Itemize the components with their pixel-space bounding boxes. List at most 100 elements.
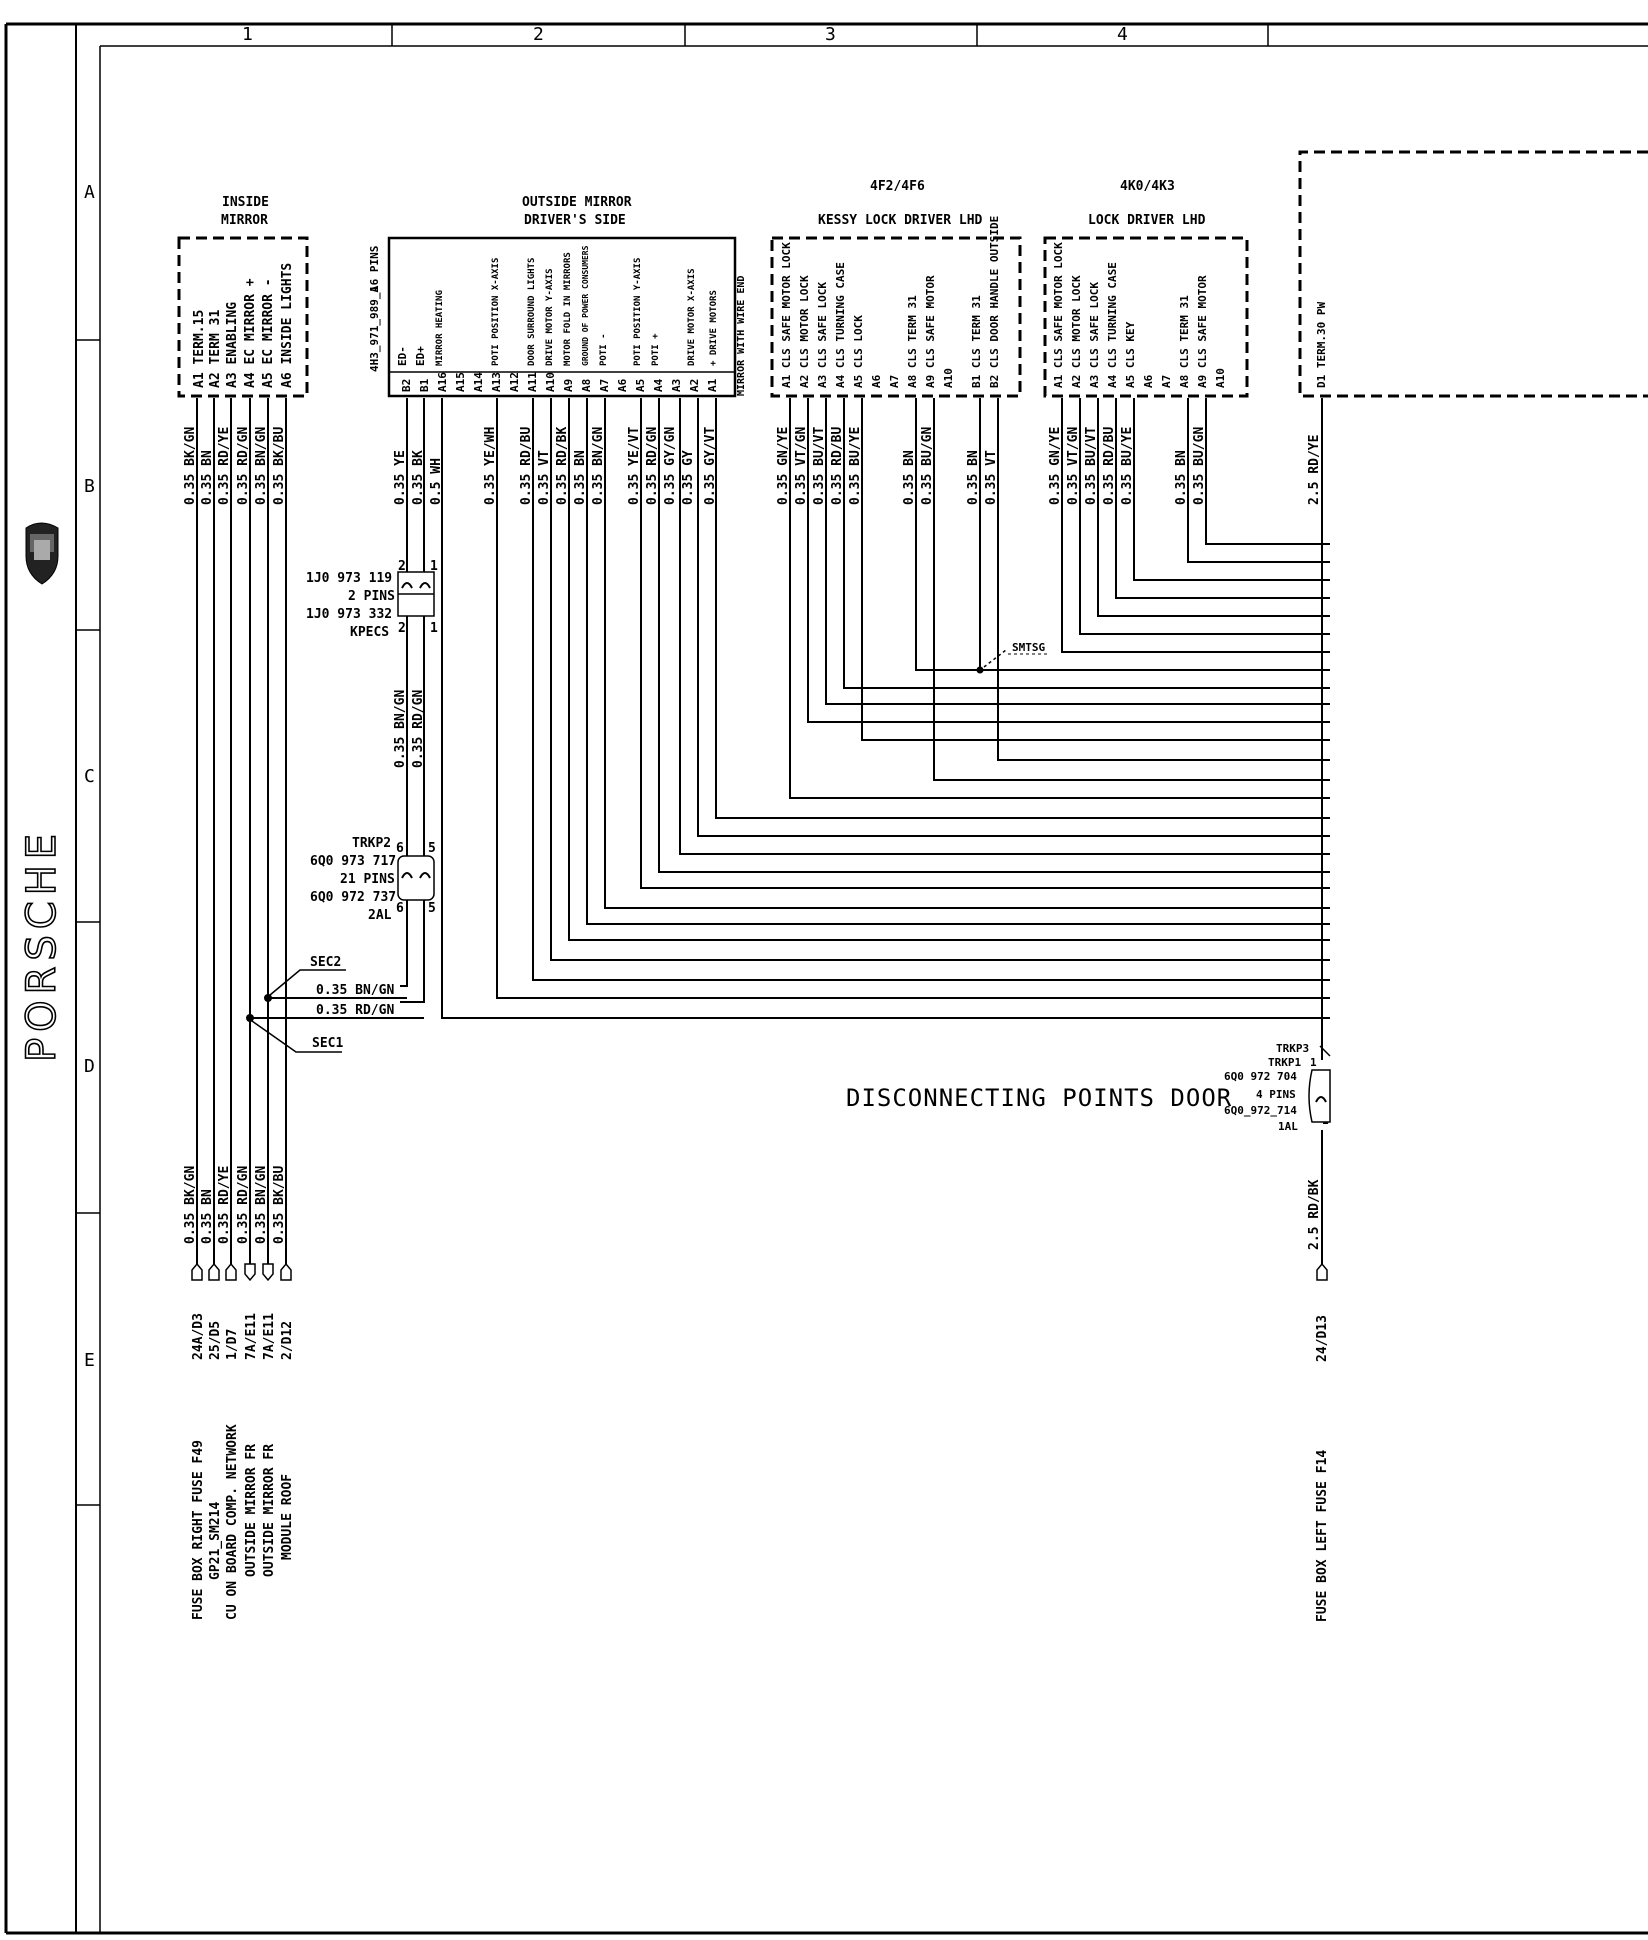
svg-text:0.35 BN: 0.35 BN: [573, 450, 588, 505]
svg-text:0.35 RD/GN: 0.35 RD/GN: [236, 1166, 251, 1244]
svg-text:0.35 BN/GN: 0.35 BN/GN: [254, 1166, 269, 1244]
svg-text:POTI -: POTI -: [599, 333, 609, 366]
svg-text:0.35 RD/GN: 0.35 RD/GN: [236, 427, 251, 505]
kessy-lock-title: KESSY LOCK DRIVER LHD: [818, 213, 983, 228]
svg-text:B2 CLS DOOR HANDLE OUTSIDE: B2 CLS DOOR HANDLE OUTSIDE: [988, 216, 1001, 388]
svg-text:24A/D3: 24A/D3: [191, 1313, 206, 1360]
svg-text:0.35 BK/BU: 0.35 BK/BU: [272, 1166, 287, 1244]
svg-text:A5 EC MIRROR -: A5 EC MIRROR -: [261, 278, 276, 388]
svg-text:0.35 VT: 0.35 VT: [537, 450, 552, 505]
svg-text:A9 CLS SAFE MOTOR: A9 CLS SAFE MOTOR: [924, 275, 937, 388]
svg-text:A3: A3: [670, 379, 683, 392]
svg-text:ED-: ED-: [396, 346, 409, 366]
svg-text:1AL: 1AL: [1278, 1120, 1298, 1133]
sec-wire-label: 0.35 BN/GN: [316, 983, 394, 998]
svg-text:A9: A9: [562, 379, 575, 392]
svg-text:MIRROR WITH WIRE END: MIRROR WITH WIRE END: [736, 276, 747, 396]
svg-text:7A/E11: 7A/E11: [262, 1313, 277, 1360]
svg-text:A14: A14: [472, 372, 485, 392]
svg-text:A5: A5: [634, 379, 647, 392]
svg-text:5: 5: [428, 841, 436, 856]
row-label: A: [84, 182, 95, 203]
sec1-label: SEC1: [312, 1036, 343, 1051]
svg-text:6Q0 972 704: 6Q0 972 704: [1224, 1070, 1297, 1083]
svg-text:25/D5: 25/D5: [208, 1321, 223, 1360]
inside-mirror-title: MIRROR: [221, 213, 268, 228]
svg-text:0.35 RD/YE: 0.35 RD/YE: [217, 427, 232, 505]
svg-text:A8 CLS TERM 31: A8 CLS TERM 31: [906, 295, 919, 388]
svg-text:0.35 BU/VT: 0.35 BU/VT: [812, 427, 827, 505]
sec-wire-label: 0.35 RD/GN: [316, 1003, 394, 1018]
svg-text:A7: A7: [888, 375, 901, 388]
svg-text:6Q0_972_714: 6Q0_972_714: [1224, 1104, 1297, 1117]
svg-text:21 PINS: 21 PINS: [340, 872, 395, 887]
row-label: D: [84, 1056, 95, 1077]
svg-text:A2 CLS MOTOR LOCK: A2 CLS MOTOR LOCK: [1070, 275, 1083, 388]
svg-text:0.35 GY/VT: 0.35 GY/VT: [703, 427, 718, 505]
svg-text:0.35 RD/BK: 0.35 RD/BK: [555, 427, 570, 505]
smtsg-label: SMTSG: [1012, 641, 1045, 654]
outside-mirror-title: OUTSIDE MIRROR: [522, 195, 632, 210]
svg-text:A6 INSIDE LIGHTS: A6 INSIDE LIGHTS: [280, 263, 295, 388]
svg-text:6Q0 973 717: 6Q0 973 717: [310, 854, 396, 869]
svg-text:0.35 BN: 0.35 BN: [902, 450, 917, 505]
row-label: C: [84, 766, 95, 787]
trkp2-connector: TRKP2 6Q0 973 717 21 PINS 6Q0 972 737 2A…: [310, 836, 436, 923]
lock-driver-box: [1043, 236, 1249, 398]
svg-text:A1 TERM.15: A1 TERM.15: [192, 310, 207, 388]
trkp2-wire-label: 0.35 BN/GN: [393, 690, 408, 768]
svg-text:0.35 RD/BU: 0.35 RD/BU: [519, 427, 534, 505]
svg-text:TRKP3: TRKP3: [1276, 1042, 1309, 1055]
svg-text:B2: B2: [400, 379, 413, 392]
svg-text:1J0 973 119: 1J0 973 119: [306, 571, 392, 586]
svg-text:4H3_971_989_A: 4H3_971_989_A: [368, 286, 381, 372]
lock-option-code: 4K0/4K3: [1120, 179, 1175, 194]
svg-text:0.35 BU/YE: 0.35 BU/YE: [1120, 427, 1135, 505]
svg-text:A2 TERM 31: A2 TERM 31: [208, 310, 223, 388]
svg-text:A6: A6: [616, 378, 629, 392]
svg-text:A6: A6: [870, 374, 883, 388]
svg-text:A4 CLS TURNING CASE: A4 CLS TURNING CASE: [1106, 262, 1119, 388]
svg-text:0.35 YE/WH: 0.35 YE/WH: [483, 427, 498, 505]
svg-text:0.35 BK/GN: 0.35 BK/GN: [183, 427, 198, 505]
svg-text:0.35 RD/YE: 0.35 RD/YE: [217, 1166, 232, 1244]
svg-text:A16: A16: [436, 372, 449, 392]
inside-mirror-wire-labels: 0.35 BK/GN 0.35 BN 0.35 RD/YE 0.35 RD/GN…: [183, 427, 287, 505]
svg-text:+ DRIVE MOTORS: + DRIVE MOTORS: [709, 290, 719, 366]
svg-text:A3 CLS SAFE LOCK: A3 CLS SAFE LOCK: [816, 282, 829, 388]
svg-text:0.35 BN: 0.35 BN: [200, 450, 215, 505]
svg-text:A11: A11: [526, 372, 539, 392]
sheet-frame: [4, 22, 1648, 1935]
svg-text:A15: A15: [454, 372, 467, 392]
svg-text:CU ON BOARD COMP. NETWORK: CU ON BOARD COMP. NETWORK: [225, 1424, 240, 1620]
svg-text:A7: A7: [598, 379, 611, 392]
column-label: 2: [533, 24, 544, 45]
svg-text:0.35 GY: 0.35 GY: [681, 450, 696, 505]
svg-text:0.35 BU/GN: 0.35 BU/GN: [1192, 427, 1207, 505]
svg-text:0.35 RD/BU: 0.35 RD/BU: [1102, 427, 1117, 505]
svg-text:A5 CLS LOCK: A5 CLS LOCK: [852, 315, 865, 388]
svg-text:5: 5: [428, 901, 436, 916]
bottom-refs: 24A/D3 25/D5 1/D7 7A/E11 7A/E11 2/D12: [191, 1313, 295, 1360]
svg-text:0.35 BU/GN: 0.35 BU/GN: [920, 427, 935, 505]
svg-text:0.35 YE: 0.35 YE: [393, 450, 408, 505]
svg-text:FUSE BOX RIGHT FUSE F49: FUSE BOX RIGHT FUSE F49: [191, 1440, 206, 1620]
svg-text:PORSCHE: PORSCHE: [19, 828, 65, 1062]
right-pin-label: D1 TERM.30 PW: [1315, 302, 1328, 388]
svg-text:ED+: ED+: [414, 346, 427, 366]
row-label: B: [84, 476, 95, 497]
svg-text:1J0 973 332: 1J0 973 332: [306, 607, 392, 622]
svg-text:A3 CLS SAFE LOCK: A3 CLS SAFE LOCK: [1088, 282, 1101, 388]
svg-text:0.35 BK/GN: 0.35 BK/GN: [183, 1166, 198, 1244]
svg-text:0.35 VT/GN: 0.35 VT/GN: [1066, 427, 1081, 505]
inside-mirror-pins: A1 TERM.15 A2 TERM 31 A3 ENABLING A4 EC …: [192, 263, 295, 388]
outside-mirror-pins: B2 B1 A16 A15 A14 A13 A12 A11 A10 A9 A8 …: [400, 372, 719, 392]
svg-text:1: 1: [430, 621, 438, 636]
lock-driver-wires: [1061, 398, 1330, 653]
column-label: 4: [1117, 24, 1128, 45]
outside-mirror-wire-labels: 0.35 YE 0.35 BK 0.5 WH 0.35 YE/WH 0.35 R…: [393, 427, 718, 505]
svg-text:GP21_SM214: GP21_SM214: [208, 1502, 223, 1580]
lock-driver-wire-labels: 0.35 GN/YE 0.35 VT/GN 0.35 BU/VT 0.35 RD…: [1048, 427, 1207, 505]
svg-text:A9 CLS SAFE MOTOR: A9 CLS SAFE MOTOR: [1196, 275, 1209, 388]
